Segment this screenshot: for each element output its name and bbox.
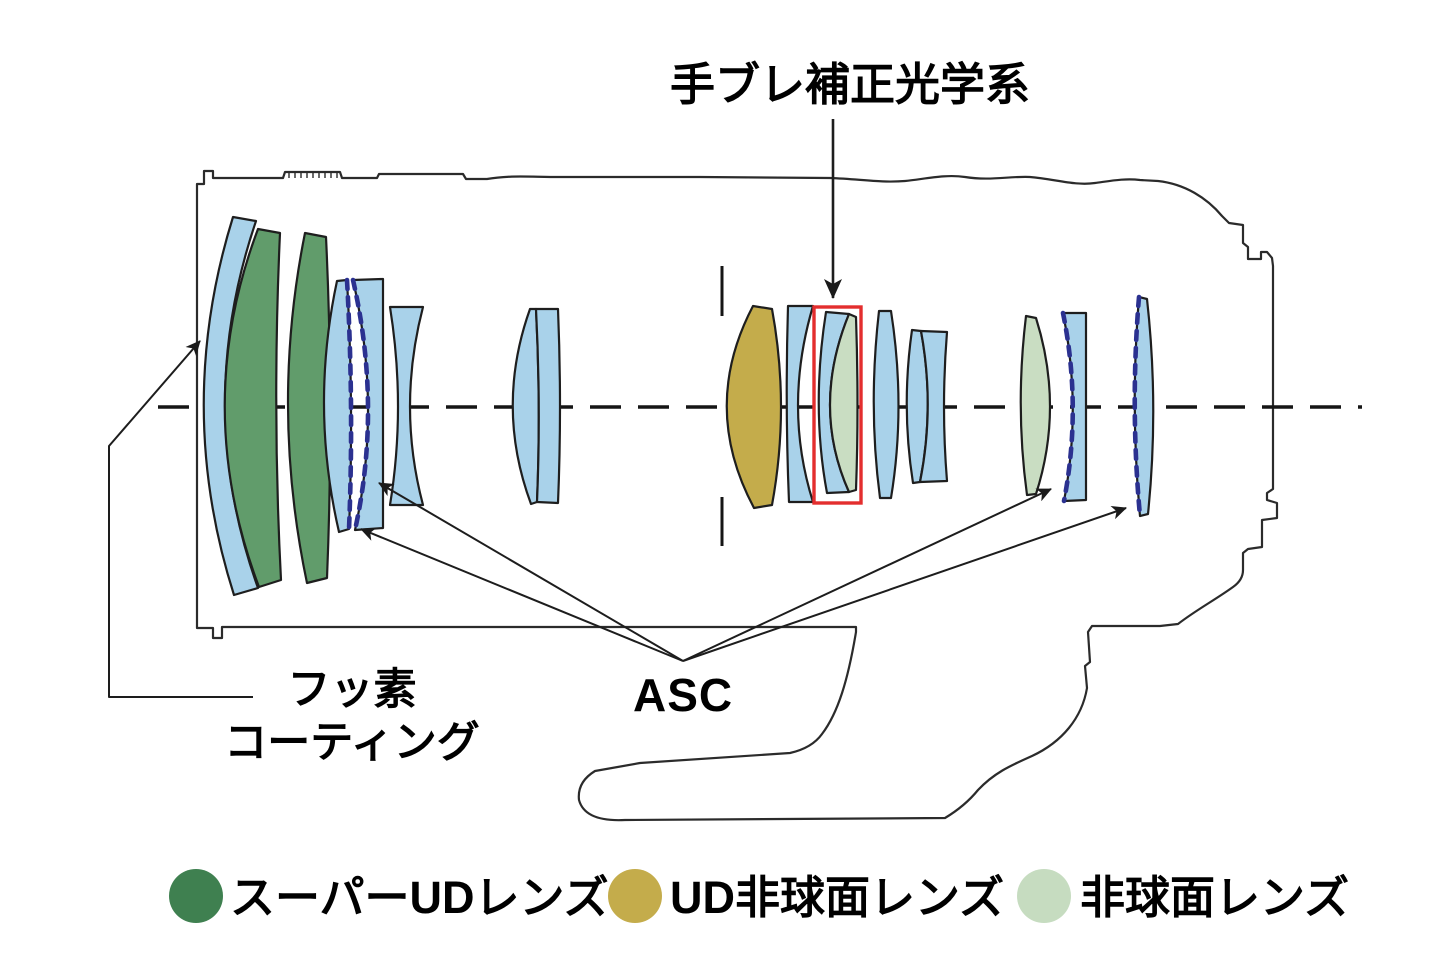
fluorine-connector-arrow (108, 340, 253, 698)
asc-arrow-3 (682, 488, 1052, 662)
lens-16-aspherical (1019, 314, 1052, 497)
legend-swatch-aspherical (1017, 869, 1071, 923)
legend-label-ud-aspherical: UD非球面レンズ (670, 872, 1004, 923)
asc-coating-dash-1 (344, 277, 354, 532)
legend-swatch-super-ud (169, 869, 223, 923)
asc-coating-dash-2 (350, 277, 371, 533)
legend: スーパーUDレンズ UD非球面レンズ 非球面レンズ (169, 869, 1349, 923)
lens-7-blue-biconvex (511, 307, 540, 506)
asc-coating-dash-4 (1132, 294, 1143, 519)
legend-label-super-ud: スーパーUDレンズ (230, 872, 609, 923)
lens-9-ud-aspherical (725, 304, 783, 510)
asc-arrow-2 (378, 482, 684, 662)
lens-6-blue-biconcave (388, 305, 425, 507)
is-group-highlight-box (812, 305, 863, 505)
legend-swatch-ud-aspherical (608, 869, 662, 923)
asc-label: ASC (633, 669, 733, 721)
lens-10-blue (785, 304, 815, 504)
asc-arrow-1 (360, 527, 684, 662)
focus-ring-knurling (288, 172, 338, 178)
lens-2-super-ud (223, 227, 283, 589)
lens-barrel-outline (195, 169, 1279, 822)
lens-15-blue-concave (918, 329, 949, 484)
legend-label-aspherical: 非球面レンズ (1080, 872, 1349, 923)
fluorine-label-line2: コーティング (224, 719, 479, 767)
lens-13-blue-biconvex (872, 309, 900, 500)
lens-12-aspherical-is (828, 312, 859, 494)
lens-8-blue (534, 307, 562, 505)
stabilizer-label: 手ブレ補正光学系 (670, 59, 1030, 110)
asc-coating-dash-3 (1060, 310, 1076, 504)
fluorine-label-line1: フッ素 (288, 666, 417, 714)
asc-arrow-4 (682, 505, 1127, 662)
